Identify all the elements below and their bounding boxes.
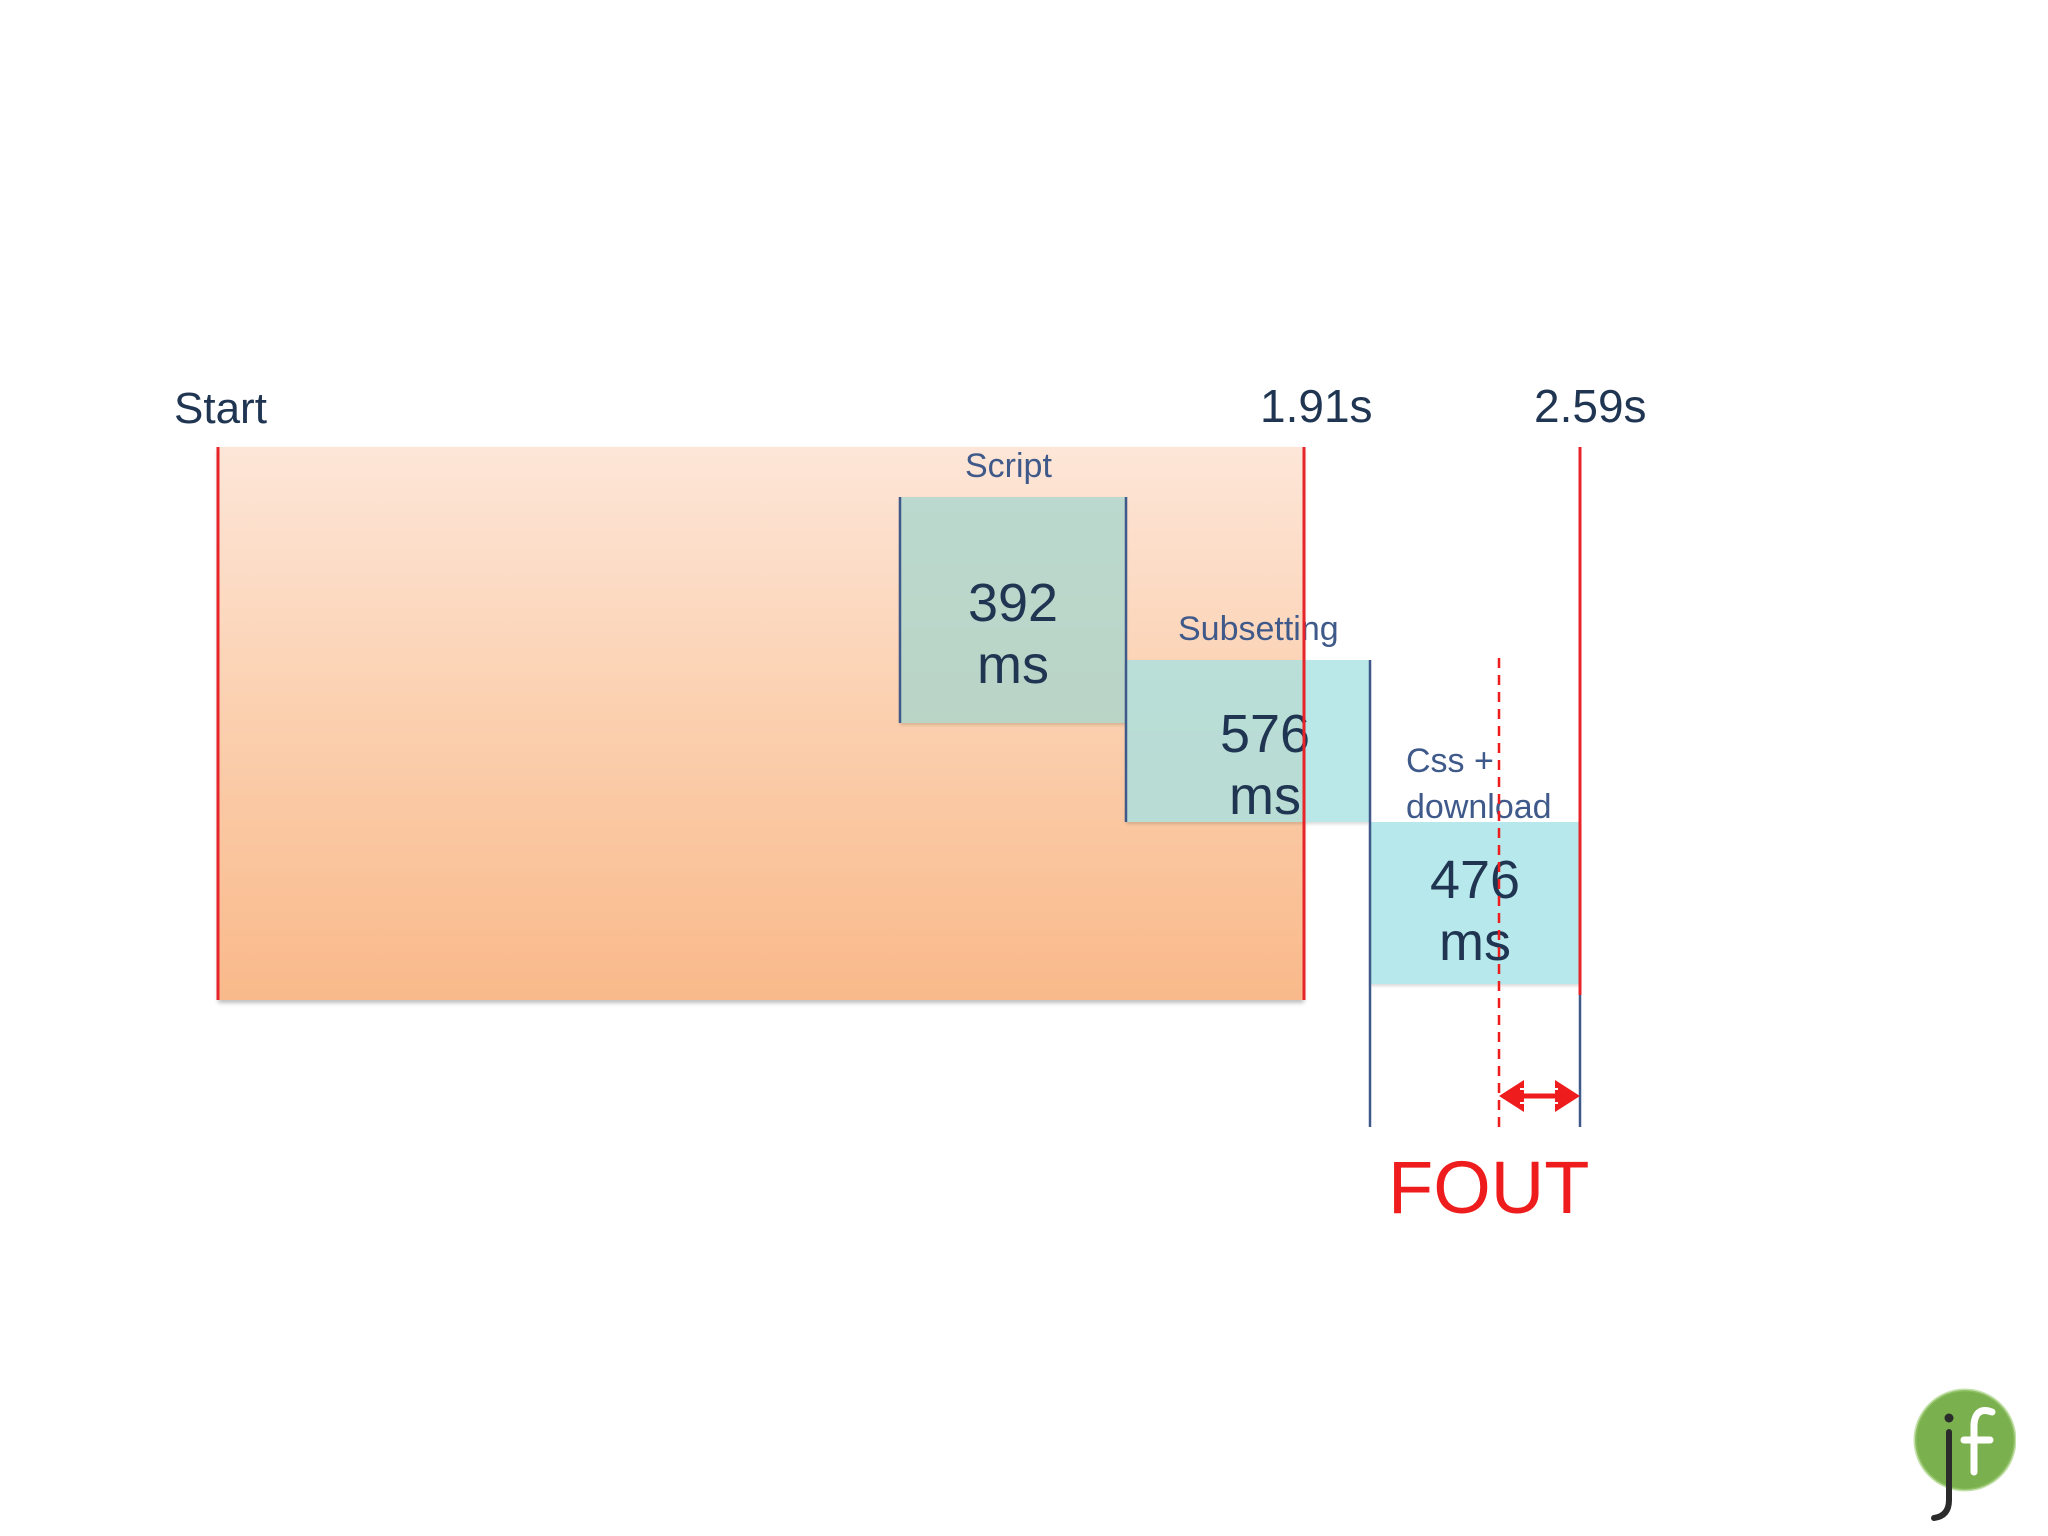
script-segment-box	[900, 497, 1126, 723]
fout-arrow-icon	[1499, 1080, 1580, 1112]
css-download-segment-box	[1370, 822, 1580, 984]
marker-2-time-label: 2.59s	[1534, 380, 1647, 432]
css-download-duration: 476 ms	[1429, 850, 1521, 972]
script-label: Script	[965, 447, 1052, 485]
subsetting-label: Subsetting	[1178, 610, 1339, 648]
css-download-label: Css + download	[1406, 742, 1552, 826]
marker-1-time-label: 1.91s	[1260, 380, 1373, 432]
subsetting-duration: 576 ms	[1219, 704, 1311, 826]
jf-logo-icon	[1913, 1388, 2016, 1521]
script-duration: 392 ms	[967, 573, 1059, 695]
subsetting-segment-box	[1126, 660, 1370, 822]
fout-label: FOUT	[1388, 1146, 1590, 1229]
start-label: Start	[174, 384, 267, 433]
